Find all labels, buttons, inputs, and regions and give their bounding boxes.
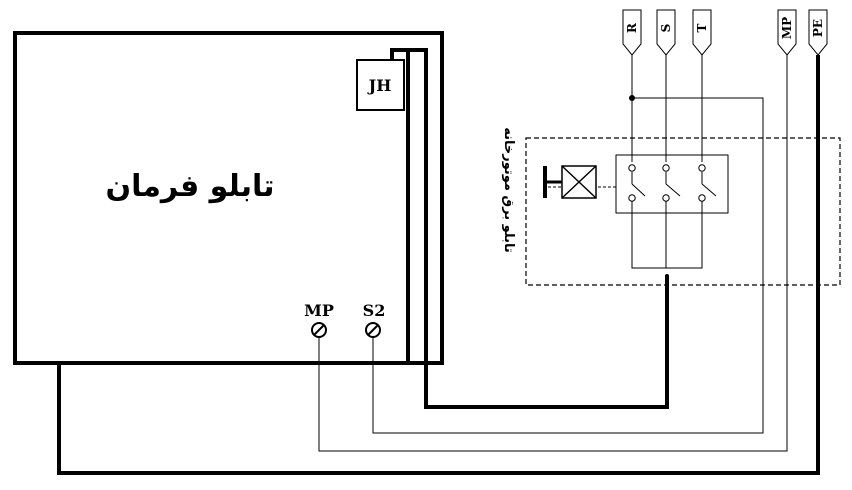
supply-tag-pe: PE [808,9,828,56]
mp-wire [318,55,788,452]
jh-wire-outer [390,48,669,409]
svg-text:T: T [695,23,709,32]
control-panel-box [13,31,444,365]
svg-text:MP: MP [780,17,794,39]
supply-tag-mp: MP [777,9,797,56]
ground-wire [57,55,820,475]
supply-tag-s: S [656,9,676,56]
contactor-coil-icon [543,165,597,199]
control-panel-title: تابلو فرمان [105,169,274,204]
bridge-junction [665,274,669,278]
terminal-s2-label: S2 [363,301,386,320]
svg-text:PE: PE [811,19,825,37]
contactor-box [615,154,729,214]
terminal-mp-label: MP [304,301,334,320]
svg-text:R: R [625,22,639,33]
output-bridge [631,201,703,269]
terminal-s2 [365,322,381,338]
motor-panel-boundary [525,137,841,286]
terminal-mp [311,322,327,338]
jh-label: JH [367,76,392,95]
svg-text:S: S [659,24,673,33]
s2-wire [372,97,764,434]
junction-dot [629,95,635,101]
contactor-contacts [548,164,717,202]
supply-tag-t: T [692,9,712,56]
supply-tag-r: R [622,9,642,56]
motor-panel-label: تابلو برق موتورخانه [501,127,516,252]
jh-box [356,59,405,111]
